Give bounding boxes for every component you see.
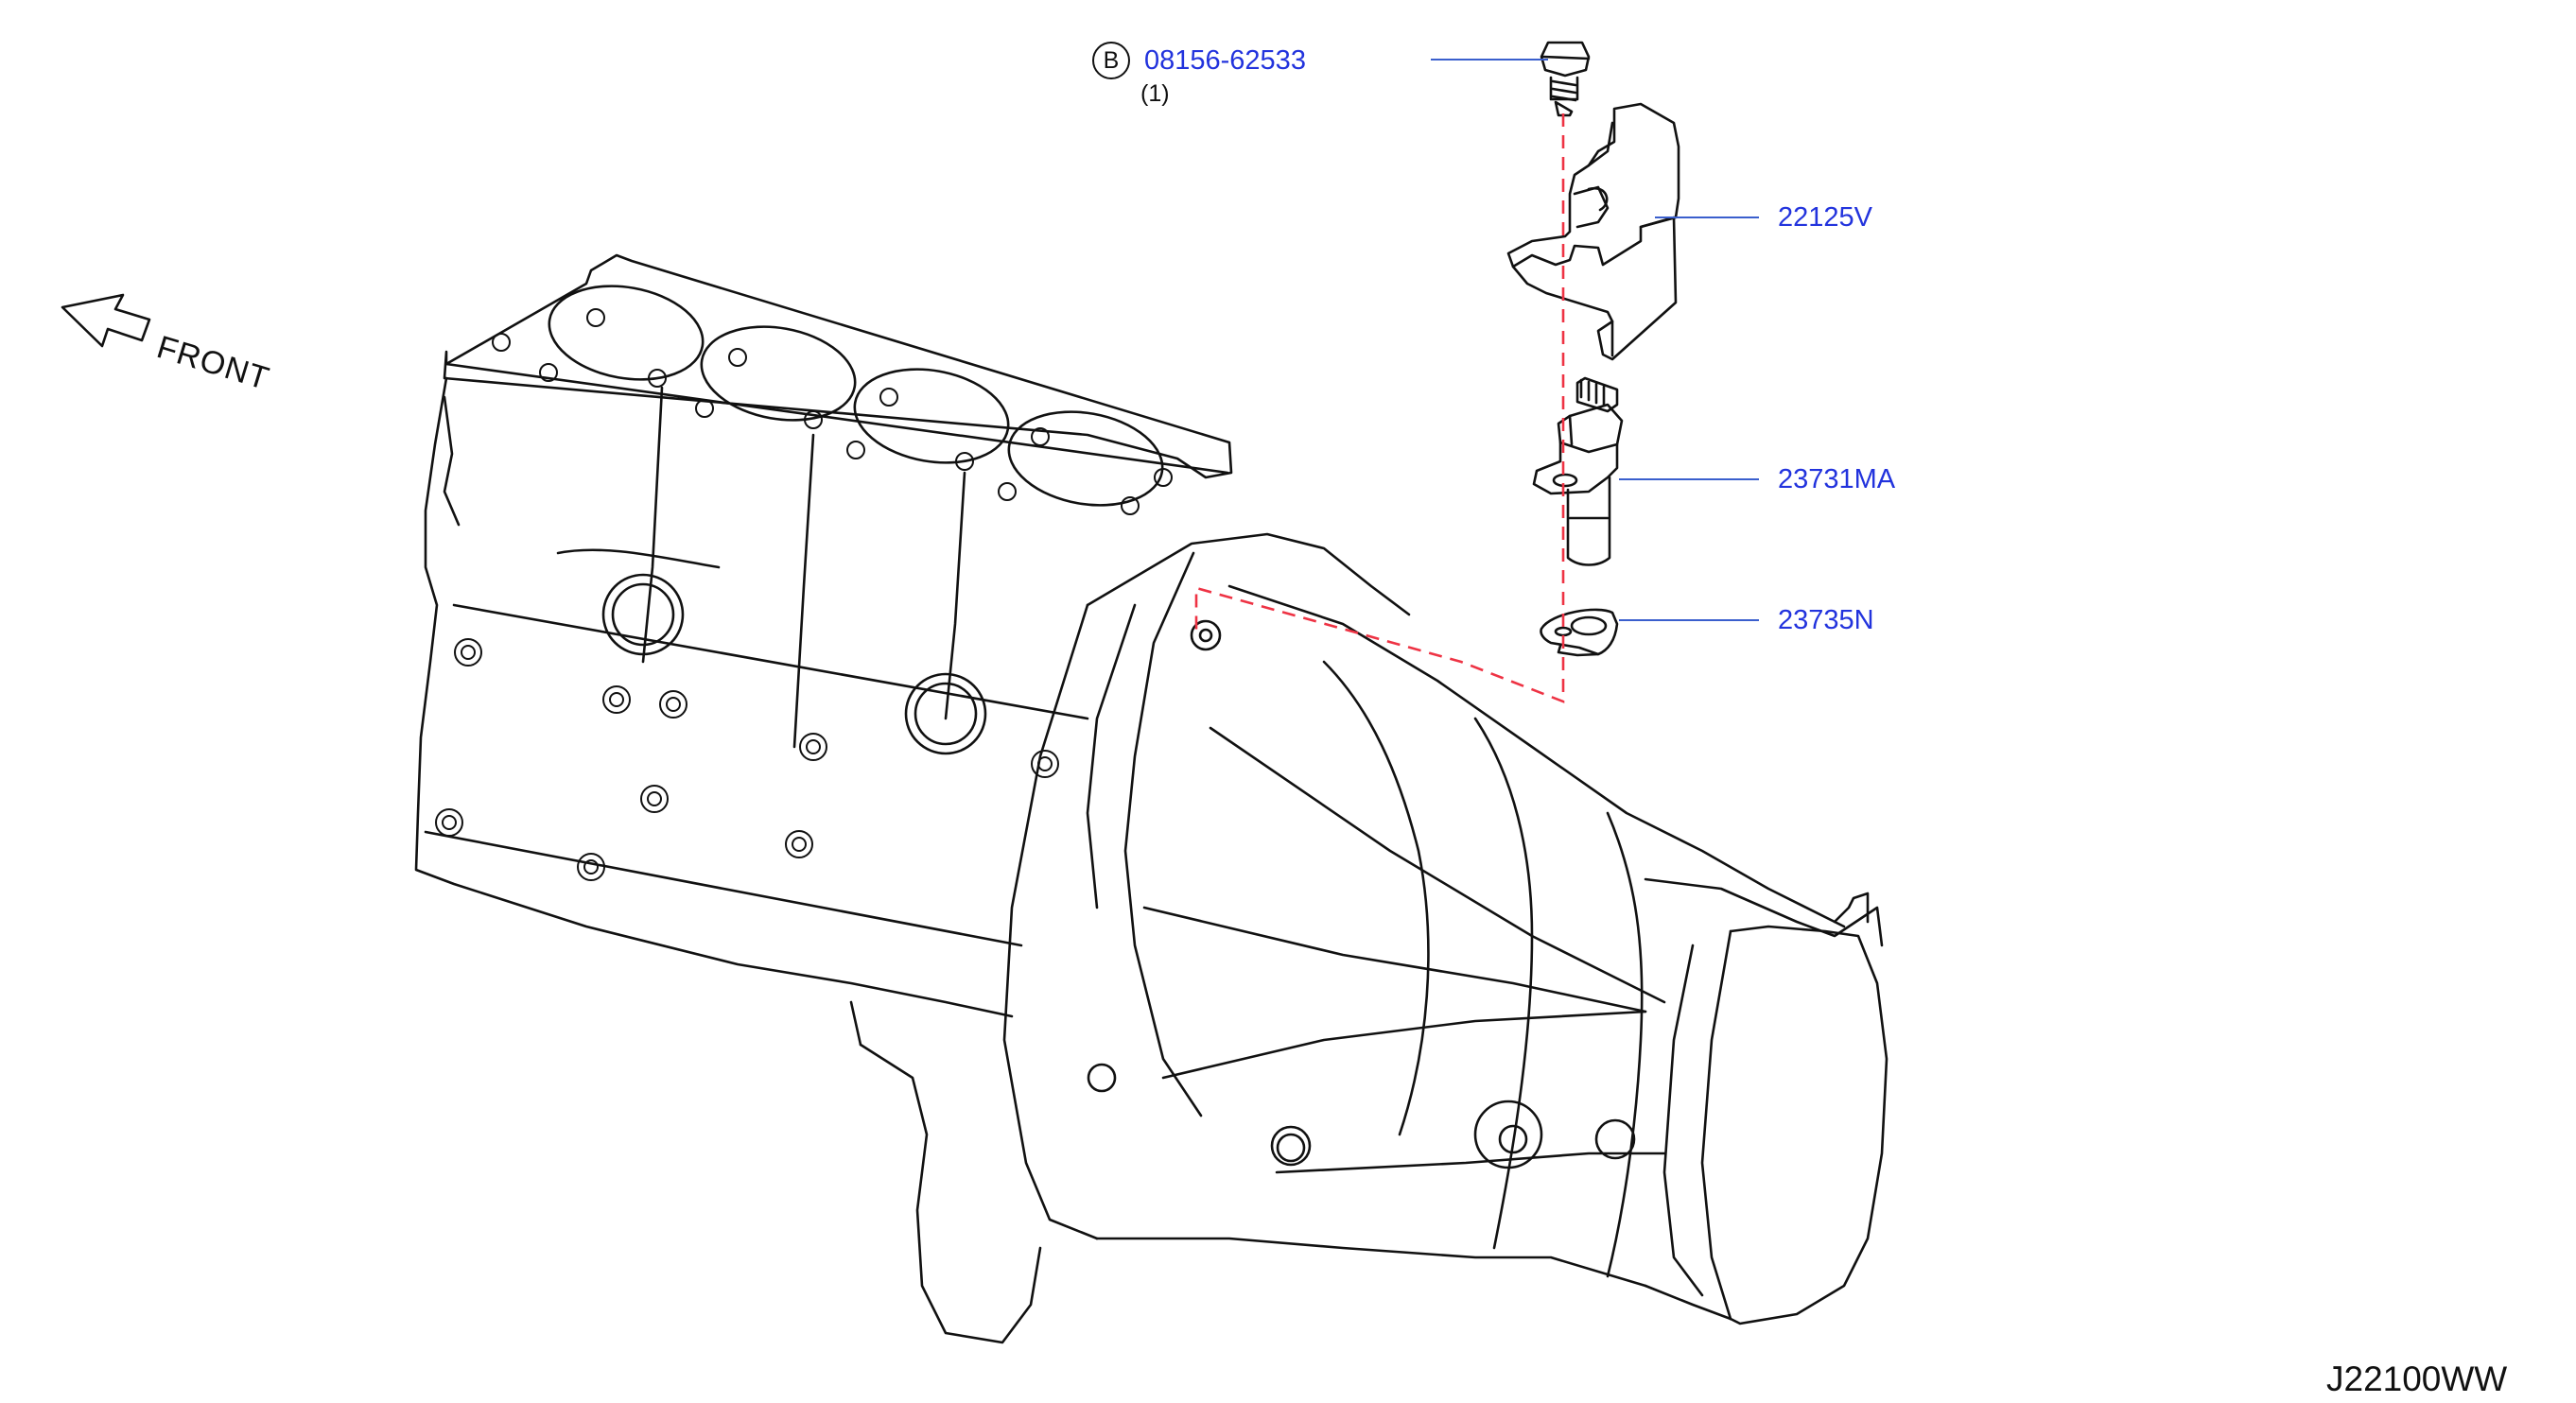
bracket[interactable]: [1506, 102, 1680, 361]
crankshaft-position-sensor[interactable]: [1532, 376, 1624, 566]
diagram-code: J22100WW: [2326, 1360, 2508, 1398]
part-number-sensor[interactable]: 23731MA: [1778, 464, 1896, 494]
engine-transmission-assembly: [414, 253, 1888, 1344]
callout-badge: B: [1092, 42, 1130, 79]
part-number-bracket[interactable]: 22125V: [1778, 202, 1872, 233]
leader-lines: [1431, 59, 1759, 621]
assembly-center-line: [1194, 113, 1565, 703]
quantity-label: (1): [1140, 80, 1170, 107]
part-number-seal[interactable]: 23735N: [1778, 605, 1874, 635]
badge-letter: B: [1103, 46, 1120, 74]
seal-gasket[interactable]: [1540, 608, 1619, 657]
front-arrow-icon: [61, 293, 151, 348]
part-number-bolt[interactable]: 08156-62533: [1144, 45, 1306, 76]
bolt[interactable]: [1540, 41, 1591, 117]
